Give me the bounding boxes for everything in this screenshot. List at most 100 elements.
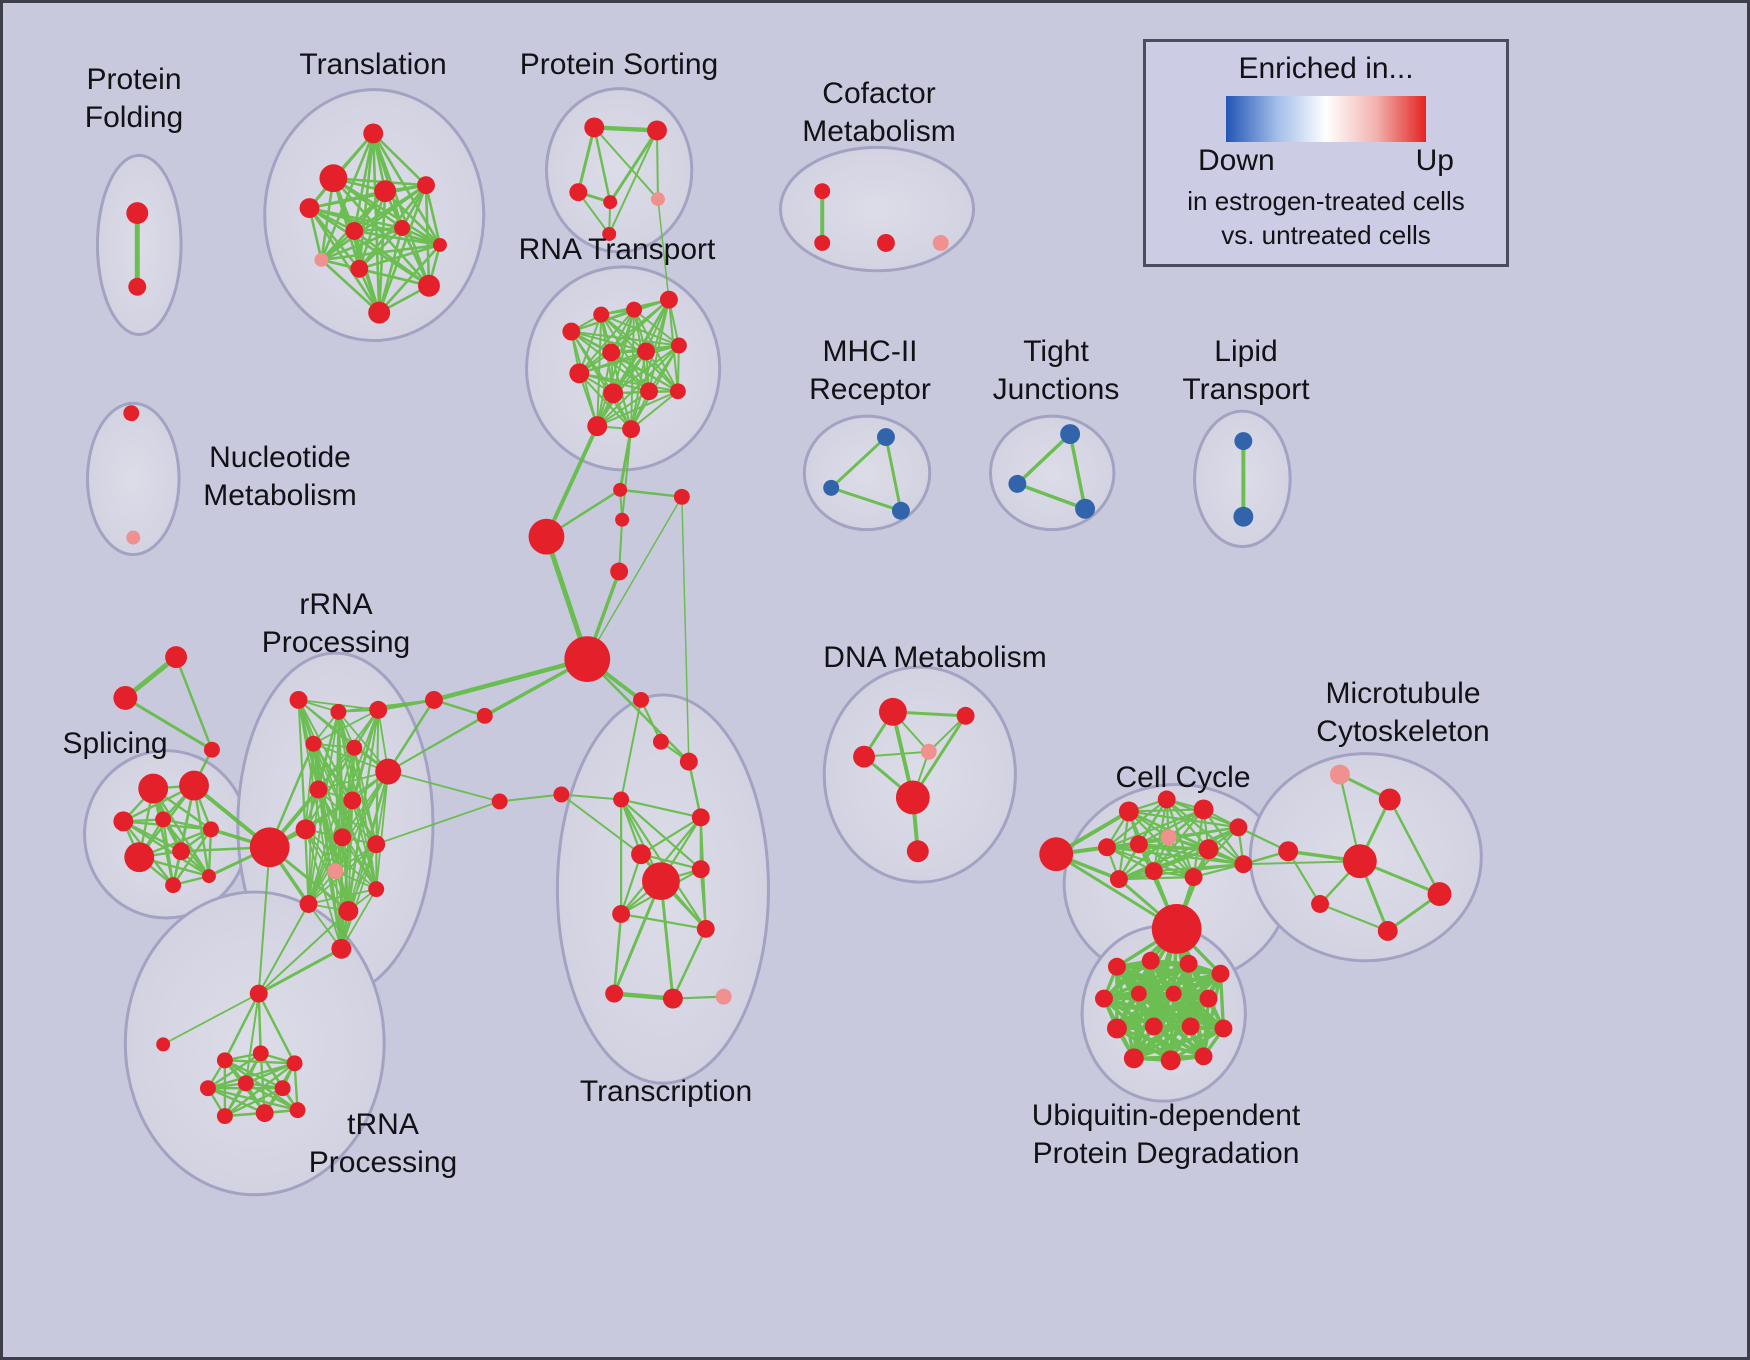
- node-dm6: [906, 840, 929, 863]
- node-dm5: [895, 780, 930, 815]
- edge: [671, 927, 707, 1000]
- node-tx1: [553, 786, 570, 803]
- edge: [304, 828, 343, 950]
- node-md5: [610, 562, 629, 581]
- edge: [1117, 836, 1170, 881]
- edge: [377, 243, 442, 314]
- node-rr11: [327, 863, 344, 880]
- node-cc1: [1039, 837, 1074, 872]
- edge: [161, 818, 213, 831]
- edge: [1318, 902, 1389, 932]
- node-tx6: [691, 808, 710, 827]
- edge: [174, 655, 214, 751]
- edge: [1137, 972, 1223, 996]
- edge: [620, 698, 643, 801]
- edge: [1152, 1024, 1206, 1059]
- edge: [1115, 991, 1176, 1031]
- node-rr16: [331, 938, 352, 959]
- node-mt6: [1377, 920, 1398, 941]
- node-ub11: [1181, 1017, 1200, 1036]
- node-rt5: [670, 337, 687, 354]
- edge: [332, 176, 431, 288]
- edge: [639, 853, 702, 871]
- node-rt7: [602, 343, 621, 362]
- node-tr4: [374, 180, 397, 203]
- edge: [1105, 846, 1245, 866]
- edge: [1015, 432, 1072, 486]
- node-cc7: [1129, 835, 1148, 854]
- node-ub4: [1211, 964, 1230, 983]
- edge: [608, 129, 658, 235]
- edge: [375, 800, 501, 846]
- edge: [596, 390, 650, 428]
- cluster-label-protein-sorting: Protein Sorting: [519, 48, 719, 81]
- edge: [1068, 432, 1087, 511]
- node-tr12: [432, 237, 447, 252]
- node-md1: [613, 482, 628, 497]
- edge: [586, 496, 683, 660]
- node-tn4: [199, 1080, 216, 1097]
- node-fn1: [424, 690, 443, 709]
- edge: [320, 258, 381, 314]
- edge: [192, 784, 211, 878]
- node-ps1: [584, 117, 605, 138]
- edge: [223, 1059, 296, 1065]
- node-bh: [249, 827, 290, 868]
- edge: [357, 226, 404, 271]
- node-ub14: [1160, 1050, 1181, 1071]
- node-tx10: [612, 905, 631, 923]
- node-ps6: [602, 227, 617, 241]
- legend-down-label: Down: [1198, 144, 1275, 177]
- node-rr3: [369, 700, 388, 719]
- edge: [304, 746, 356, 831]
- node-tr9: [350, 259, 369, 278]
- edge: [829, 486, 903, 513]
- edge: [244, 1082, 299, 1112]
- node-cc8: [1160, 829, 1177, 846]
- node-mh3: [891, 501, 910, 520]
- node-rr13: [299, 895, 318, 913]
- edge: [1165, 798, 1210, 851]
- cluster-ellipse-rna-transport: [525, 265, 722, 472]
- edge: [340, 843, 378, 950]
- node-rr9: [295, 819, 316, 840]
- node-mt1: [1329, 764, 1350, 785]
- cluster-ellipse-cofactor-metabolism: [778, 145, 976, 273]
- node-rr14: [338, 901, 359, 921]
- node-ub2: [1141, 951, 1160, 970]
- cluster-label-mhc: MHC-II Receptor: [809, 335, 931, 406]
- edge: [152, 787, 211, 878]
- legend-gradient-bar: [1226, 96, 1426, 142]
- legend-box: Enriched in... Down Up in estrogen-treat…: [1143, 39, 1509, 267]
- node-rt8: [569, 363, 590, 384]
- edge: [618, 488, 684, 499]
- network-canvas: [83, 87, 1483, 1197]
- node-tr2: [319, 164, 348, 193]
- node-tr6: [345, 222, 364, 240]
- node-pf1: [126, 202, 149, 225]
- legend-up-label: Up: [1415, 144, 1454, 177]
- node-cc5: [1229, 818, 1248, 837]
- node-tx4: [652, 733, 669, 750]
- edge: [223, 1086, 284, 1118]
- edge: [353, 132, 375, 233]
- edge: [257, 903, 310, 995]
- edge: [578, 350, 648, 375]
- node-rt3: [626, 301, 643, 318]
- node-mt7: [1311, 895, 1329, 913]
- cluster-label-translation: Translation: [299, 48, 447, 81]
- node-sp9: [201, 869, 216, 884]
- edge: [699, 868, 707, 930]
- edge: [630, 390, 679, 431]
- node-tr10: [418, 274, 440, 297]
- cluster-label-rrna: rRNA Processing: [261, 588, 411, 659]
- edge: [1167, 826, 1240, 839]
- edge: [1105, 808, 1205, 849]
- node-rr2: [330, 703, 347, 720]
- node-tr5: [417, 176, 435, 195]
- edge: [307, 788, 320, 905]
- edge: [304, 828, 310, 905]
- cluster-label-lipid-transport: Lipid Transport: [1182, 335, 1310, 406]
- edge: [612, 879, 663, 996]
- node-rr4: [305, 735, 322, 752]
